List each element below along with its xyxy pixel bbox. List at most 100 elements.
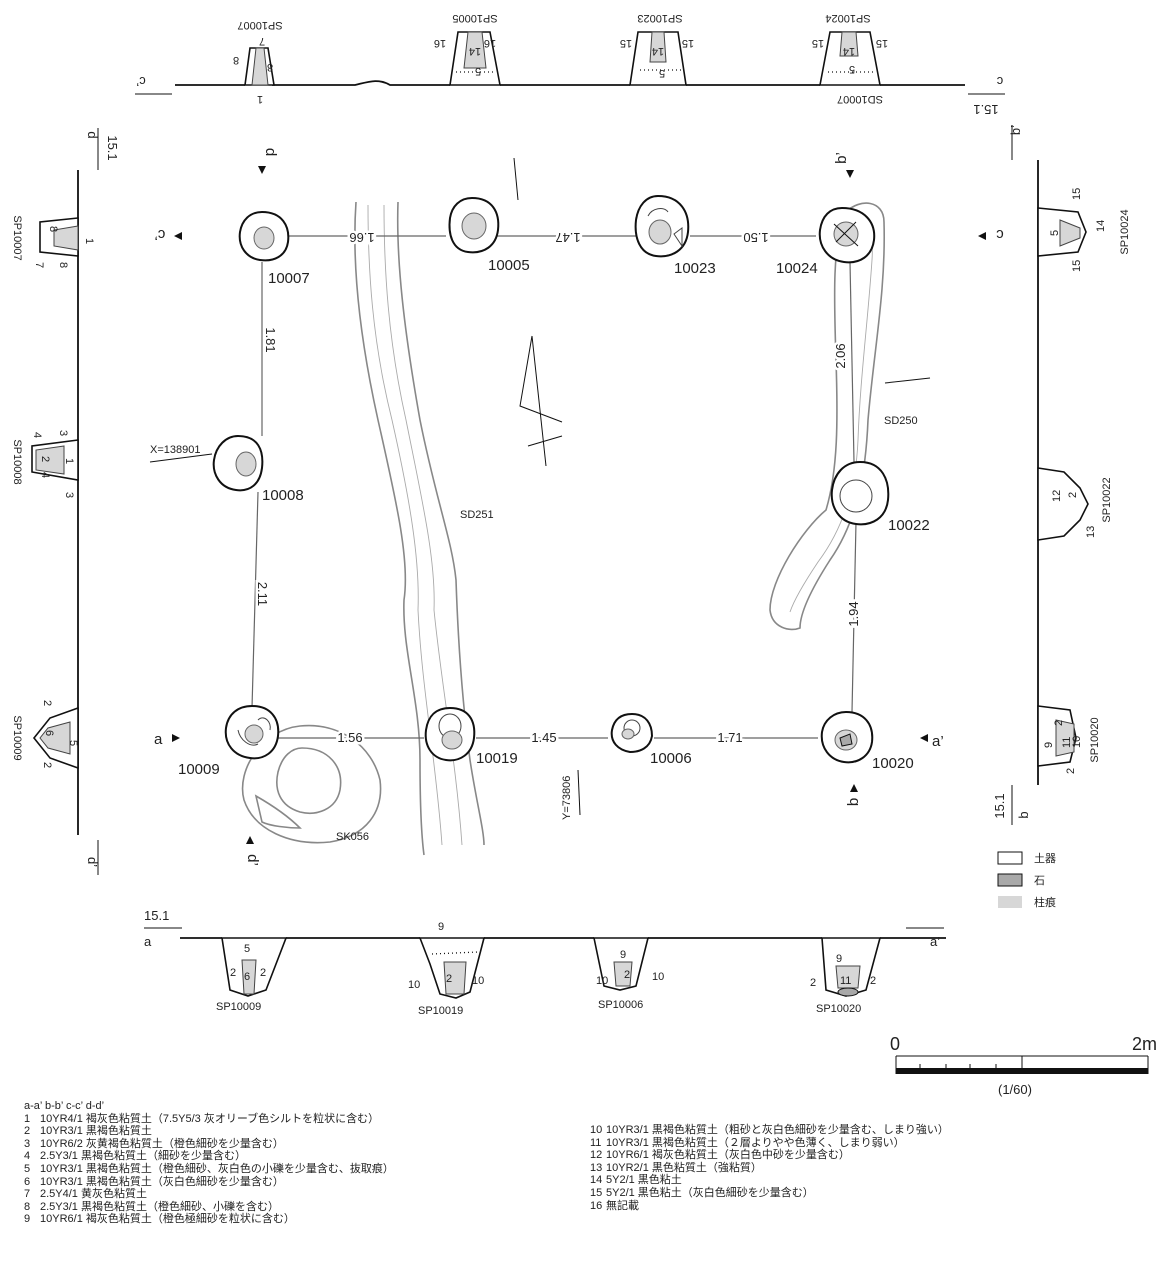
right-section-b: b’ 15.1 b SP10024 SP10022 SP10020 15 5 1…: [992, 125, 1131, 825]
bottom-section-a: 15.1 a a’ SP10009 SP10019 SP10006 SP1002…: [144, 908, 946, 1017]
layer-number: 7: [259, 35, 265, 47]
layer-number: 10: [652, 971, 664, 983]
layer-number: 3: [63, 492, 75, 498]
section-label-sp10020-bottom: SP10020: [816, 1003, 861, 1015]
layer-number: 2: [810, 977, 816, 989]
stone-mark: [837, 987, 859, 997]
distance-10008-10009: 2.11: [255, 582, 270, 606]
posthole-10005: 10005: [448, 196, 530, 274]
post-label-10008: 10008: [262, 487, 304, 504]
layer-number: 14: [843, 45, 855, 57]
layer-number: 9: [620, 949, 626, 961]
layer-number: 7: [33, 262, 45, 268]
arrow-icon: [174, 232, 182, 240]
soil-layer-description: 2.5Y3/1 黒褐色粘質土（橙色細砂、小礫を含む）: [40, 1200, 279, 1213]
layer-number: 2: [41, 762, 53, 768]
soil-layer-number: 15: [590, 1186, 603, 1199]
scale-ratio: (1/60): [998, 1082, 1032, 1097]
elevation-label-bottom: 15.1: [144, 908, 169, 923]
layer-number: 5: [849, 63, 855, 75]
soil-layer-description: 10YR3/1 黒褐色粘質土: [40, 1125, 152, 1138]
marker-c-prime-plan: c’: [155, 226, 166, 243]
section-label-sp10019-bottom: SP10019: [418, 1005, 463, 1017]
top-section-labels: c’ c 15.1 SP10007 SP10005 SP10023 SP1002…: [136, 12, 1003, 117]
elevation-label-top: 15.1: [973, 102, 998, 117]
section-label-sp10022-right: SP10022: [1101, 477, 1113, 522]
marker-b-plan: b: [845, 798, 862, 806]
distance-10005-10023: 1.47: [555, 230, 580, 245]
legend-label-post: 柱痕: [1034, 895, 1056, 909]
layer-number: 15: [812, 37, 824, 49]
legend-label-stone: 石: [1034, 875, 1045, 887]
post-label-10022: 10022: [888, 517, 930, 534]
scale-zero: 0: [890, 1034, 900, 1054]
soil-layer-description: 10YR3/1 黒褐色粘質土（粗砂と灰白色細砂を少量含む、しまり強い）: [606, 1124, 949, 1136]
layer-number: 5: [475, 65, 481, 77]
section-label-sp10020-right: SP10020: [1089, 717, 1101, 762]
layer-number: 5: [67, 740, 79, 746]
layer-number: 2: [870, 975, 876, 987]
posthole-10008: 10008: [212, 434, 304, 504]
soil-layer-number: 3: [24, 1137, 31, 1150]
section-label-sp10008-left: SP10008: [11, 439, 23, 484]
feature-label-sk056: SK056: [336, 831, 369, 843]
arrow-icon: [172, 734, 180, 742]
layer-number: 10: [408, 979, 420, 991]
layer-number: 14: [1095, 220, 1107, 232]
marker-c-prime-top: c’: [136, 74, 146, 89]
legend-swatch-post: [998, 896, 1022, 908]
distance-10007-10008: 1.81: [263, 327, 278, 352]
trench-sd250: SD250: [769, 202, 931, 631]
feature-label-sd10007: SD10007: [837, 93, 883, 105]
arrow-icon: [850, 784, 858, 792]
soil-layer-row: 6 10YR3/1 黒褐色粘質土（灰白色細砂を少量含む）: [24, 1176, 584, 1189]
soil-layer-number: 8: [24, 1200, 31, 1213]
soil-layer-number: 12: [590, 1149, 603, 1162]
layer-number: 8: [47, 226, 59, 232]
soil-layer-description: 10YR3/1 黒褐色粘質土（灰白色細砂を少量含む）: [40, 1175, 284, 1188]
post-label-10019: 10019: [476, 750, 518, 767]
soil-layer-number: 7: [24, 1188, 31, 1201]
soil-layer-description: 10YR4/1 褐灰色粘質土（7.5Y5/3 灰オリーブ色シルトを粒状に含む）: [40, 1112, 380, 1125]
distance-10007-10005: 1.66: [349, 230, 374, 245]
arrow-icon: [846, 170, 854, 178]
soil-layer-row: 8 2.5Y3/1 黒褐色粘質土（橙色細砂、小礫を含む）: [24, 1201, 584, 1214]
soil-layer-description: 10YR3/1 黒褐色粘質土（２層よりやや色薄く、しまり弱い）: [606, 1136, 905, 1149]
post-label-10023: 10023: [674, 260, 716, 277]
soil-layer-description: 10YR6/2 灰黄褐色粘質土（橙色細砂を少量含む）: [40, 1137, 284, 1150]
legend-label-pottery: 土器: [1034, 852, 1056, 865]
post-label-10024: 10024: [776, 260, 818, 277]
north-arrow: [519, 335, 563, 467]
elevation-label-right: 15.1: [992, 793, 1007, 818]
layer-number: 2: [1067, 492, 1079, 498]
scale-bar: 0 2m (1/60): [890, 1034, 1157, 1097]
legend: 土器 石 柱痕: [997, 851, 1056, 909]
soil-layer-description: 5Y2/1 黒色粘土（灰白色細砂を少量含む）: [606, 1186, 814, 1199]
marker-b-prime-right: b’: [1008, 125, 1023, 135]
marker-d-prime-plan: d’: [244, 854, 261, 866]
layer-number: 9: [1043, 742, 1055, 748]
left-section-labels: d 15.1 d’ SP10007 SP10008 SP10009 8 1 8 …: [11, 131, 120, 867]
layer-number: 5: [244, 943, 250, 955]
bottom-section-labels: 15.1 a a’ SP10009 SP10019 SP10006 SP1002…: [144, 908, 940, 1017]
soil-layer-number: 11: [590, 1136, 602, 1149]
section-label-sp10007-top: SP10007: [237, 19, 282, 31]
post-label-10006: 10006: [650, 750, 692, 767]
marker-a-plan: a: [154, 731, 163, 748]
soil-layer-description: 2.5Y4/1 黄灰色粘質土: [40, 1188, 147, 1201]
soil-layer-number: 6: [24, 1175, 31, 1188]
feature-label-sd251: SD251: [460, 509, 494, 521]
layer-number: 2: [39, 456, 51, 462]
layer-number: 15: [682, 37, 694, 49]
soil-layer-description: 2.5Y3/1 黒褐色粘質土（細砂を少量含む）: [40, 1150, 246, 1163]
posthole-10022: 10022: [830, 460, 930, 534]
soil-layer-description: 10YR6/1 褐灰色粘質土（橙色極細砂を粒状に含む）: [40, 1213, 295, 1226]
layer-number: 2: [230, 967, 236, 979]
